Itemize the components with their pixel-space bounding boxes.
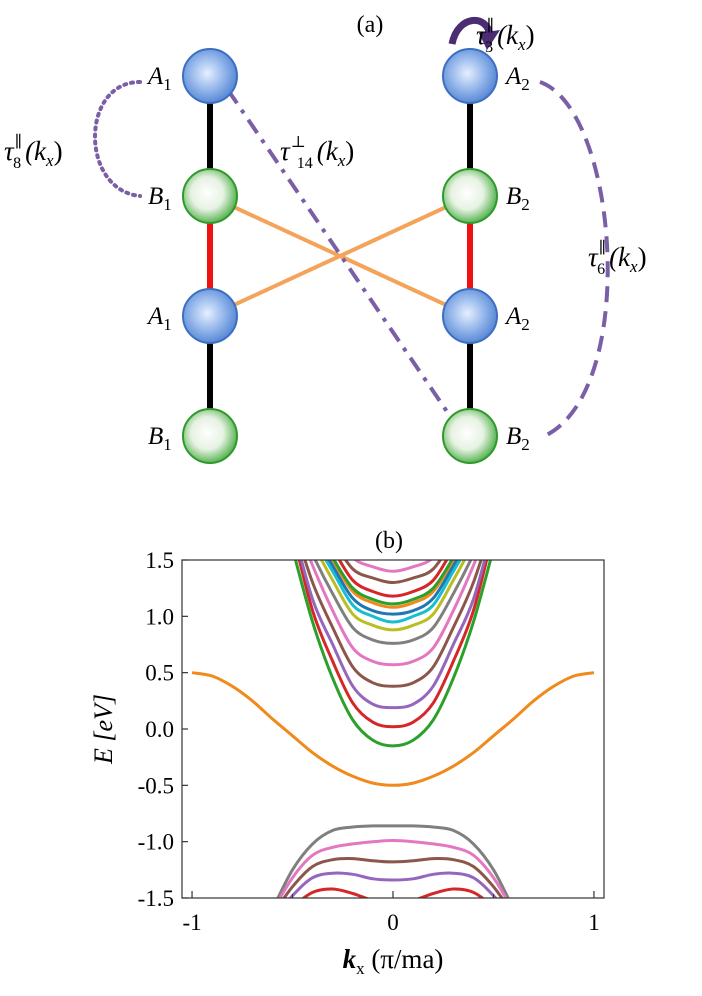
x-tick-label: 0 [387,910,399,935]
y-tick-label: 0.0 [145,717,174,742]
band-series-17 [282,857,504,898]
node-label-l3: B1 [148,423,172,454]
panel-a-label: (a) [357,12,384,38]
band-series-5 [308,560,478,667]
band-series-10 [330,560,456,609]
band-series-13 [343,560,443,584]
band-series-3 [299,560,487,710]
chart-title: (b) [375,528,403,554]
band-series-14 [353,560,433,573]
label-tau14: τ⊥14(kx) [280,134,354,172]
band-series-11 [332,560,454,606]
hopping-tau14-line [226,88,452,418]
y-tick-label: -1.5 [138,886,174,911]
band-series-15 [276,824,510,898]
node-r2 [442,288,498,344]
band-series-1 [293,560,493,748]
hopping-tau6-arc [539,80,610,440]
band-series-4 [303,560,483,688]
band-series-16 [278,839,508,898]
y-tick-label: 0.5 [145,661,174,686]
label-tau8: τ∥8(kx) [4,133,63,172]
band-series-9 [327,560,459,616]
plot-frame [181,559,605,899]
node-label-l1: B1 [148,183,172,214]
y-tick-label: 1.0 [145,604,174,629]
label-tau6: τ∥6(kx) [588,239,647,278]
node-r3 [442,408,498,464]
band-series-7 [319,560,467,632]
band-series-0 [191,671,595,787]
band-series-6 [313,560,473,645]
node-label-l2: A1 [146,303,172,334]
node-label-l0: A1 [146,63,172,94]
axes: 1.5 1.0 0.5 0.0 -0.5 -1.0 -1.5 -1 0 1 [138,548,600,935]
node-l3 [182,408,238,464]
node-l2 [182,288,238,344]
node-l0 [182,48,238,104]
node-r1 [442,168,498,224]
hopping-tau8-arc [93,80,142,198]
x-tick-label: -1 [182,910,201,935]
node-label-r2: A2 [504,303,530,334]
arrow-head-icon [479,30,500,50]
band-series-8 [324,560,462,624]
band-series-2 [297,560,489,729]
band-series-12 [337,560,449,598]
bond-orange-a1-b2 [209,194,471,318]
x-axis-label: kx (π/ma) [343,944,444,978]
y-tick-label: -0.5 [138,773,174,798]
node-label-r3: B2 [506,423,530,454]
band-series-19 [301,887,485,898]
band-series-18 [288,871,498,898]
node-l1 [182,168,238,224]
x-tick-label: 1 [588,910,600,935]
band-lines [191,560,595,898]
y-axis-label: E [eV] [89,694,118,765]
hopping-tau3-arrow [448,17,494,45]
y-tick-label: -1.0 [138,830,174,855]
label-tau3: τ∥3(kx) [476,17,535,56]
y-tick-label: 1.5 [145,548,174,573]
node-label-r0: A2 [504,63,530,94]
node-r0 [442,48,498,104]
node-label-r1: B2 [506,183,530,214]
